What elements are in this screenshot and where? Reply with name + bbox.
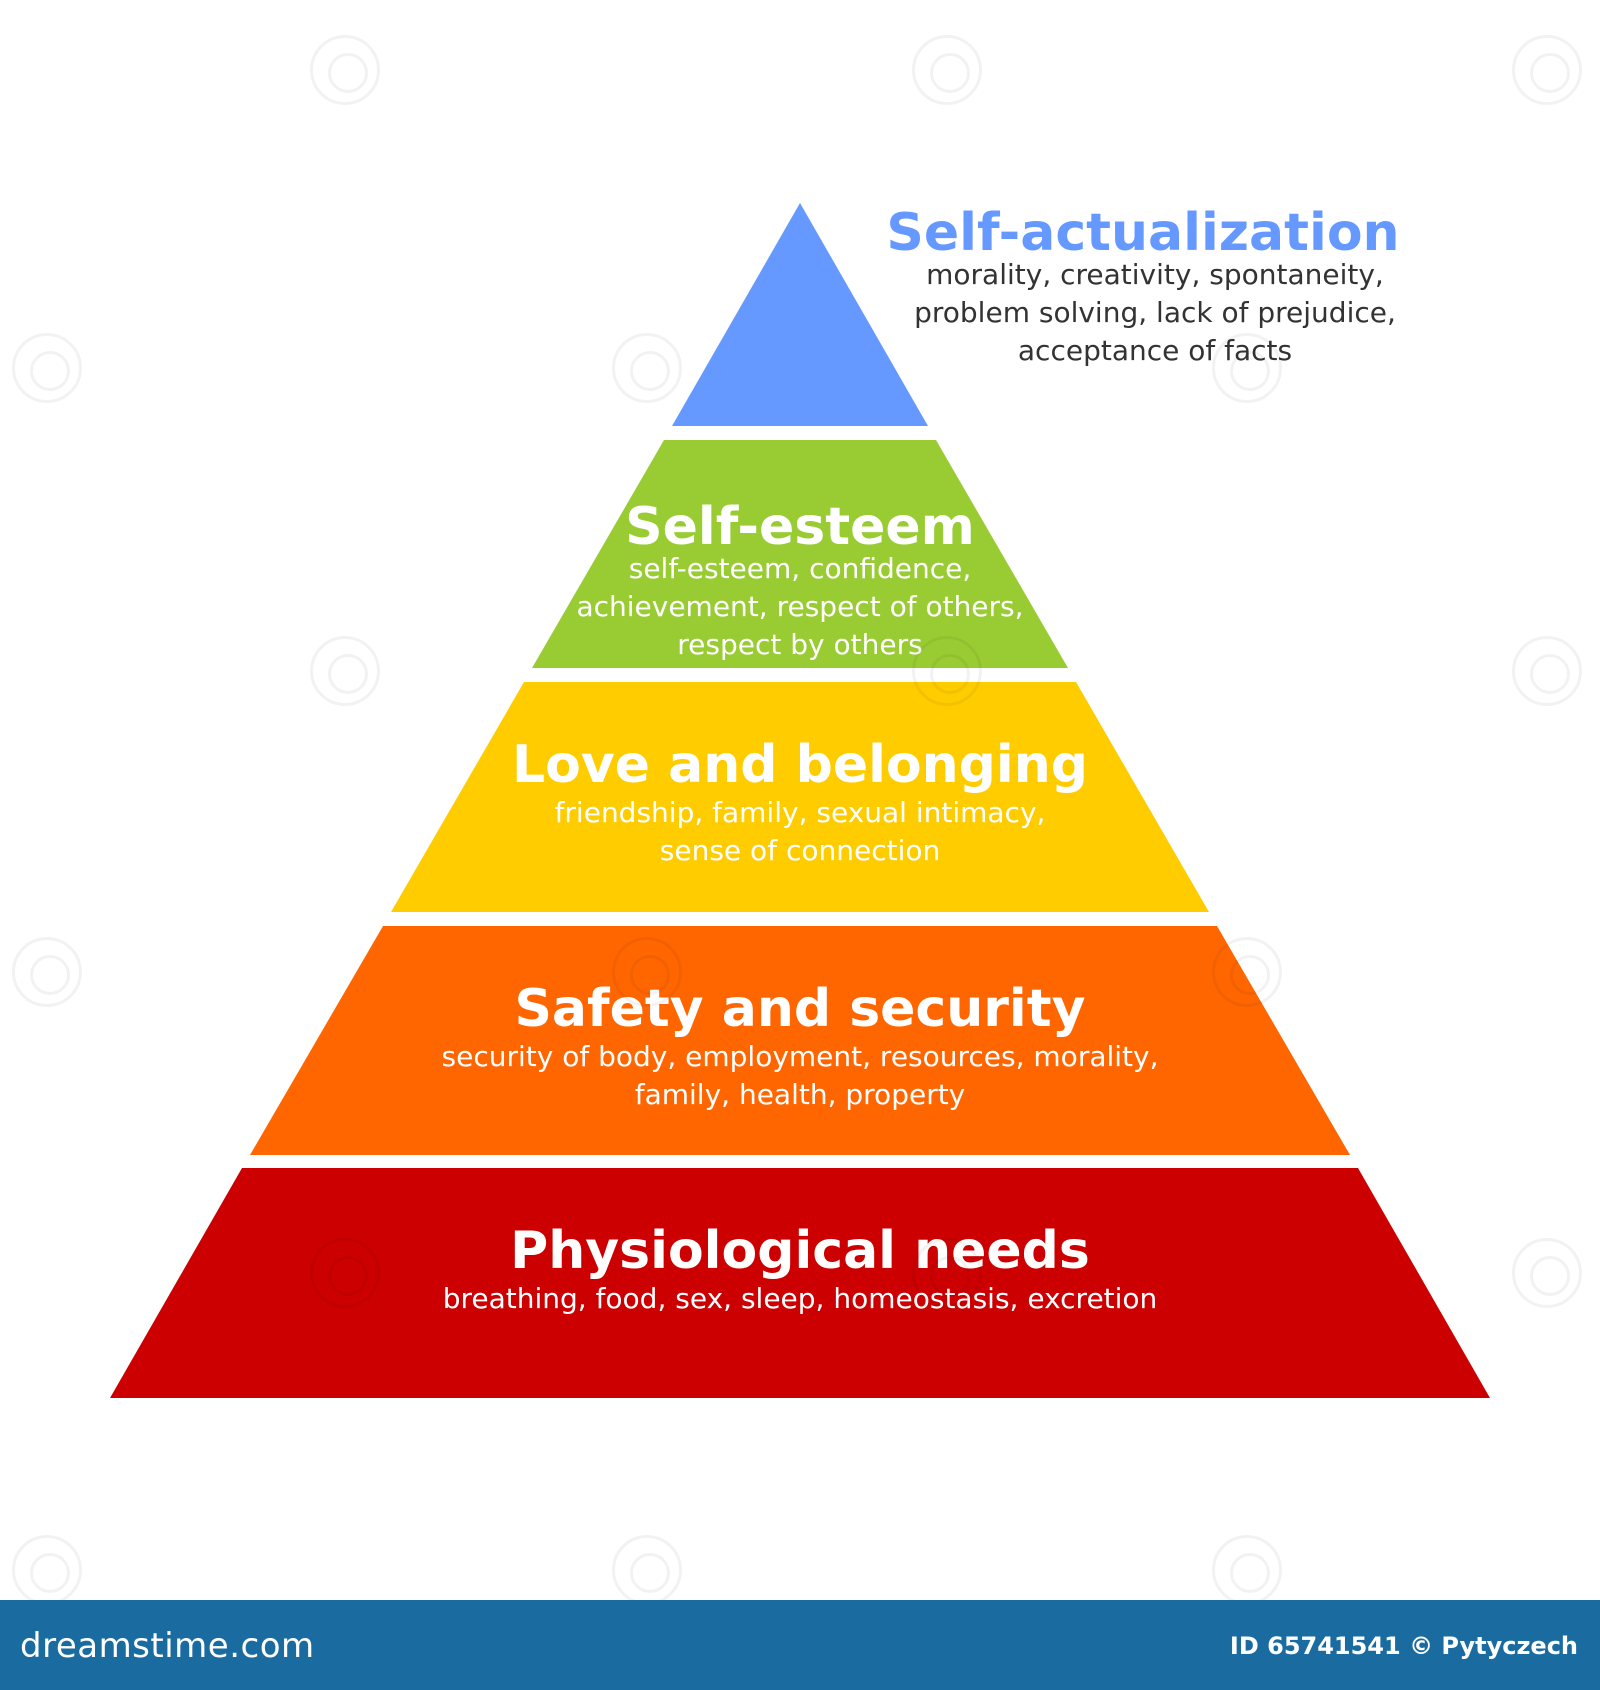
watermark-swirl-icon [12, 1535, 82, 1605]
watermark-swirl-icon [12, 937, 82, 1007]
watermark-swirl-icon [612, 1535, 682, 1605]
watermark-swirl-icon [310, 35, 380, 105]
safety-and-security-segment [250, 926, 1350, 1155]
watermark-swirl-icon [612, 333, 682, 403]
physiological-needs-segment [110, 1168, 1490, 1398]
footer-credit: ID 65741541 © Pytyczech [1229, 1632, 1578, 1660]
self-actualization-segment [672, 203, 928, 426]
physiological-needs-desc-line-1: breathing, food, sex, sleep, homeostasis… [443, 1282, 1158, 1315]
watermark-swirl-icon [912, 35, 982, 105]
watermark-swirl-icon [1212, 333, 1282, 403]
watermark-swirl-icon [1512, 1238, 1582, 1308]
watermark-swirl-icon [310, 636, 380, 706]
maslow-pyramid: Self-actualization morality, creativity,… [110, 203, 1490, 1398]
footer-bar: dreamstime.com ID 65741541 © Pytyczech [0, 1600, 1600, 1690]
watermark-swirl-icon [1512, 35, 1582, 105]
watermark-swirl-icon [1512, 636, 1582, 706]
self-actualization-title: Self-actualization [886, 203, 1399, 263]
love-and-belonging-desc-line-1: friendship, family, sexual intimacy, [555, 796, 1046, 829]
love-and-belonging-segment [391, 682, 1209, 912]
watermark-swirl-icon [310, 1238, 380, 1308]
self-actualization-desc-line-1: morality, creativity, spontaneity, [926, 258, 1384, 291]
watermark-swirl-icon [912, 1238, 982, 1308]
safety-and-security-desc-line-2: family, health, property [635, 1078, 966, 1111]
self-esteem-desc-line-1: self-esteem, confidence, [629, 552, 972, 585]
physiological-needs-title: Physiological needs [510, 1221, 1090, 1281]
self-esteem-segment [532, 440, 1068, 668]
self-esteem-desc-line-2: achievement, respect of others, [576, 590, 1023, 623]
watermark-swirl-icon [1212, 1535, 1282, 1605]
safety-and-security-desc-line-1: security of body, employment, resources,… [442, 1040, 1159, 1073]
love-and-belonging-title: Love and belonging [512, 735, 1088, 795]
watermark-swirl-icon [912, 636, 982, 706]
footer-brand[interactable]: dreamstime.com [20, 1626, 315, 1666]
watermark-swirl-icon [1212, 937, 1282, 1007]
watermark-swirl-icon [12, 333, 82, 403]
safety-and-security-title: Safety and security [514, 979, 1085, 1039]
self-esteem-title: Self-esteem [625, 497, 975, 557]
love-and-belonging-desc-line-2: sense of connection [660, 834, 940, 867]
self-esteem-desc-line-3: respect by others [677, 628, 922, 661]
self-actualization-desc-line-2: problem solving, lack of prejudice, [914, 296, 1396, 329]
watermark-swirl-icon [612, 937, 682, 1007]
